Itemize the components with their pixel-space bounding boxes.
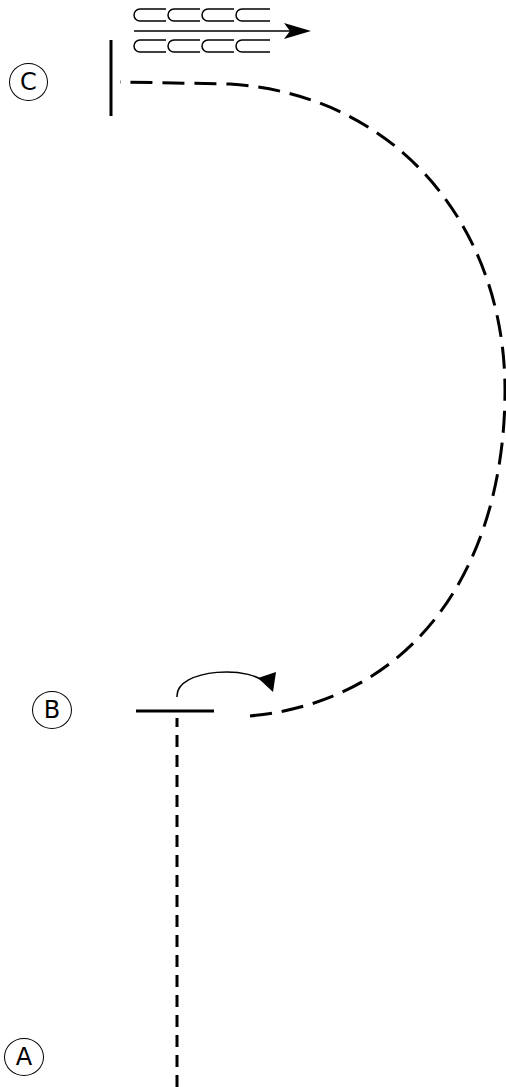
marker-letter: B — [44, 698, 60, 722]
turn-arrow — [177, 672, 268, 697]
marker-letter: C — [20, 70, 37, 94]
marker-circle: B — [32, 691, 72, 729]
arrow-head — [258, 672, 276, 692]
marker-circle: C — [9, 63, 48, 101]
slide-symbol — [134, 9, 292, 52]
marker-line — [136, 710, 214, 713]
marker-circle: A — [4, 1038, 44, 1076]
arrow-head — [284, 23, 311, 39]
pattern-path — [120, 82, 505, 716]
marker-line — [110, 40, 113, 116]
marker-letter: A — [16, 1045, 32, 1069]
pattern-path — [176, 718, 179, 1087]
